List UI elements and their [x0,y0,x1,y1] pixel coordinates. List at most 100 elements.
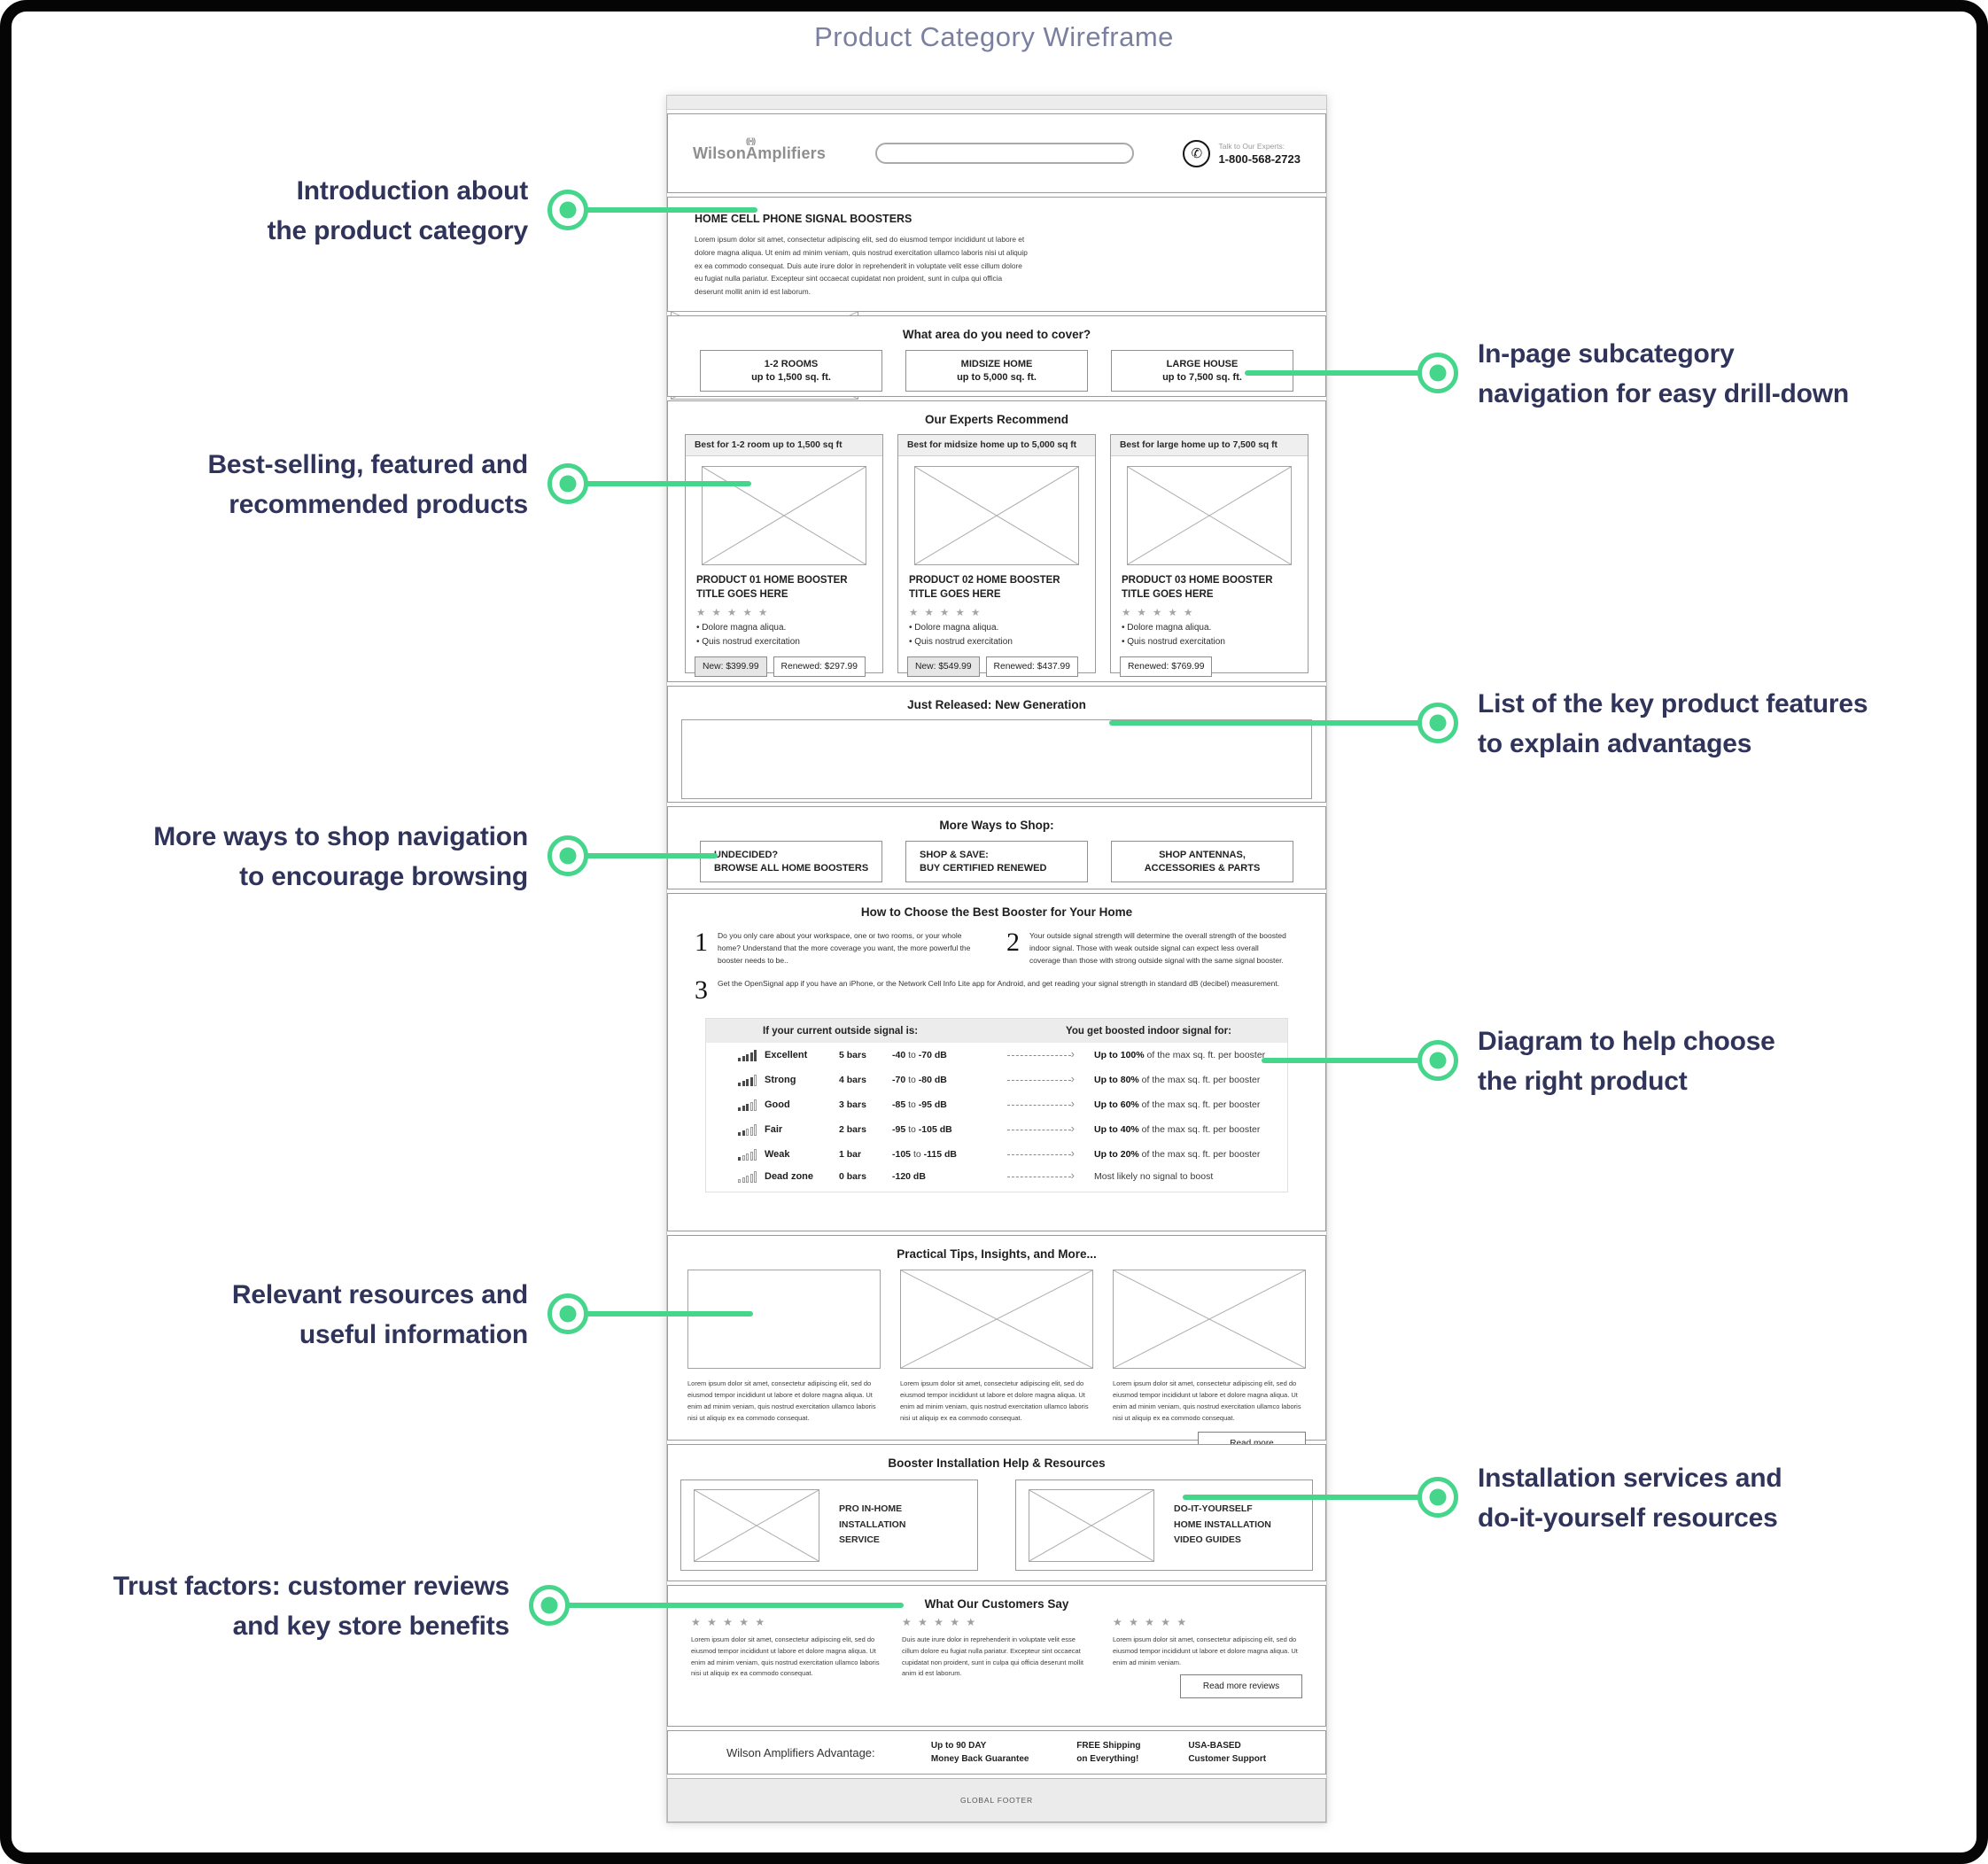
star-rating: ★ ★ ★ ★ ★ [902,1616,978,1628]
section-advantage: Wilson Amplifiers Advantage: Up to 90 DA… [667,1730,1326,1775]
customers-title: What Our Customers Say [924,1597,1069,1611]
image-placeholder [1113,1270,1306,1369]
product-card-3[interactable]: Best for large home up to 7,500 sq ft PR… [1110,434,1309,678]
image-placeholder [687,1270,881,1369]
section-experts: Our Experts Recommend Best for 1-2 room … [667,400,1326,682]
released-title: Just Released: New Generation [907,698,1086,711]
table-row: Dead zone 0 bars -120 dB Most likely no … [706,1167,1287,1192]
callout-subcategory-nav: In-page subcategory navigation for easy … [1478,339,1850,408]
product-bullet: • Dolore magna aliqua. [909,623,999,633]
features-placeholder [681,719,1312,799]
install-title: Booster Installation Help & Resources [888,1456,1106,1470]
signal-bars-icon [738,1170,765,1183]
talk-label: Talk to Our Experts: [1218,141,1285,151]
connector-line [568,481,751,486]
section-installation: Booster Installation Help & Resources PR… [667,1444,1326,1581]
phone-icon: ✆ [1183,139,1211,167]
browser-strip [667,96,1326,110]
table-header-left: If your current outside signal is: [763,1025,919,1037]
callout-key-features: List of the key product features to expl… [1478,689,1868,758]
review-item: ★ ★ ★ ★ ★ Duis aute irure dolor in repre… [902,1616,1091,1698]
connector-line [568,1311,753,1316]
price-renewed-button[interactable]: Renewed: $769.99 [1120,656,1213,678]
choose-step-1: 1 Do you only care about your workspace,… [695,928,976,967]
tip-item[interactable]: Lorem ipsum dolor sit amet, consectetur … [900,1270,1093,1425]
signal-strength-table: If your current outside signal is: You g… [705,1018,1288,1193]
price-renewed-button[interactable]: Renewed: $297.99 [773,656,866,678]
read-more-reviews-button[interactable]: Read more reviews [1180,1674,1302,1699]
shop-option-undecided[interactable]: UNDECIDED? BROWSE ALL HOME BOOSTERS [700,841,882,882]
advantage-item: USA-BASED Customer Support [1188,1740,1267,1765]
product-title: PRODUCT 01 HOME BOOSTER TITLE GOES HERE [696,575,848,601]
product-card-2[interactable]: Best for midsize home up to 5,000 sq ft … [897,434,1096,678]
star-rating: ★ ★ ★ ★ ★ [1113,1616,1189,1628]
product-title: PRODUCT 03 HOME BOOSTER TITLE GOES HERE [1122,575,1273,601]
review-item: ★ ★ ★ ★ ★ Lorem ipsum dolor sit amet, co… [1113,1616,1302,1699]
shop-option-antennas[interactable]: SHOP ANTENNAS, ACCESSORIES & PARTS [1111,841,1293,882]
product-bullet: • Dolore magna aliqua. [696,623,787,633]
choose-step-2: 2 Your outside signal strength will dete… [1006,928,1288,967]
step-number: 2 [1006,928,1020,957]
callout-resources: Relevant resources and useful informatio… [231,1280,528,1349]
callout-dot [1417,1477,1458,1518]
callout-dot [1417,1040,1458,1081]
section-intro: HOME CELL PHONE SIGNAL BOOSTERS Lorem ip… [667,197,1326,400]
image-placeholder [1029,1488,1154,1562]
star-rating: ★ ★ ★ ★ ★ [909,608,982,619]
callout-dot [529,1585,570,1626]
callout-dot [547,463,588,504]
price-renewed-button[interactable]: Renewed: $437.99 [985,656,1078,678]
phone-number: 1-800-568-2723 [1218,151,1301,166]
advantage-item: FREE Shipping on Everything! [1076,1740,1141,1765]
star-rating: ★ ★ ★ ★ ★ [1122,608,1195,619]
signal-bars-icon [738,1099,765,1111]
install-diy-guides[interactable]: DO-IT-YOURSELF HOME INSTALLATION VIDEO G… [1015,1480,1313,1571]
star-rating: ★ ★ ★ ★ ★ [691,1616,767,1628]
product-bullet: • Dolore magna aliqua. [1122,623,1212,633]
price-new-button[interactable]: New: $549.99 [907,656,980,678]
search-input[interactable] [874,143,1134,164]
area-title: What area do you need to cover? [902,328,1091,341]
connector-line [549,1603,904,1608]
area-option-1-2-rooms[interactable]: 1-2 ROOMS up to 1,500 sq. ft. [700,350,882,392]
callout-trust: Trust factors: customer reviews and key … [113,1572,510,1641]
area-option-midsize-home[interactable]: MIDSIZE HOME up to 5,000 sq. ft. [905,350,1088,392]
phone-block[interactable]: ✆ Talk to Our Experts: 1-800-568-2723 [1183,139,1301,167]
intro-body: Lorem ipsum dolor sit amet, consectetur … [695,235,1028,297]
more-ways-title: More Ways to Shop: [939,819,1054,832]
tips-title: Practical Tips, Insights, and More... [897,1247,1097,1261]
star-rating: ★ ★ ★ ★ ★ [696,608,770,619]
site-logo[interactable]: ((•))WilsonAmplifiers [693,136,827,162]
image-placeholder [694,1488,819,1562]
antenna-icon: ((•)) [746,136,756,145]
callout-diagram: Diagram to help choose the right product [1478,1027,1775,1096]
image-placeholder [900,1270,1093,1369]
callout-intro: Introduction about the product category [267,176,529,245]
product-card-1[interactable]: Best for 1-2 room up to 1,500 sq ft PROD… [685,434,883,678]
install-pro-service[interactable]: PRO IN-HOME INSTALLATION SERVICE [680,1480,978,1571]
signal-bars-icon [738,1148,765,1161]
dashed-arrow-icon [1007,1072,1075,1085]
product-badge: Best for 1-2 room up to 1,500 sq ft [686,435,882,456]
site-header: ((•))WilsonAmplifiers ✆ Talk to Our Expe… [667,113,1326,193]
section-tips: Practical Tips, Insights, and More... Lo… [667,1235,1326,1456]
table-row: Excellent 5 bars -40 to -70 dB Up to 100… [706,1043,1287,1068]
shop-option-renewed[interactable]: SHOP & SAVE: BUY CERTIFIED RENEWED [905,841,1088,882]
product-bullet: • Quis nostrud exercitation [909,636,1013,647]
tip-item[interactable]: Lorem ipsum dolor sit amet, consectetur … [1113,1270,1306,1425]
callout-dot [1417,703,1458,743]
advantage-item: Up to 90 DAY Money Back Guarantee [930,1740,1029,1765]
step-number: 3 [695,975,708,1006]
connector-line [1245,370,1438,376]
signal-bars-icon [738,1123,765,1136]
product-bullet: • Quis nostrud exercitation [696,636,800,647]
signal-bars-icon [738,1049,765,1061]
step-number: 1 [695,928,708,957]
table-header-right: You get boosted indoor signal for: [1066,1025,1231,1037]
price-new-button[interactable]: New: $399.99 [695,656,767,678]
tip-item[interactable]: Lorem ipsum dolor sit amet, consectetur … [687,1270,881,1425]
advantage-label: Wilson Amplifiers Advantage: [726,1745,875,1759]
connector-line [568,207,757,213]
callout-dot [547,835,588,876]
